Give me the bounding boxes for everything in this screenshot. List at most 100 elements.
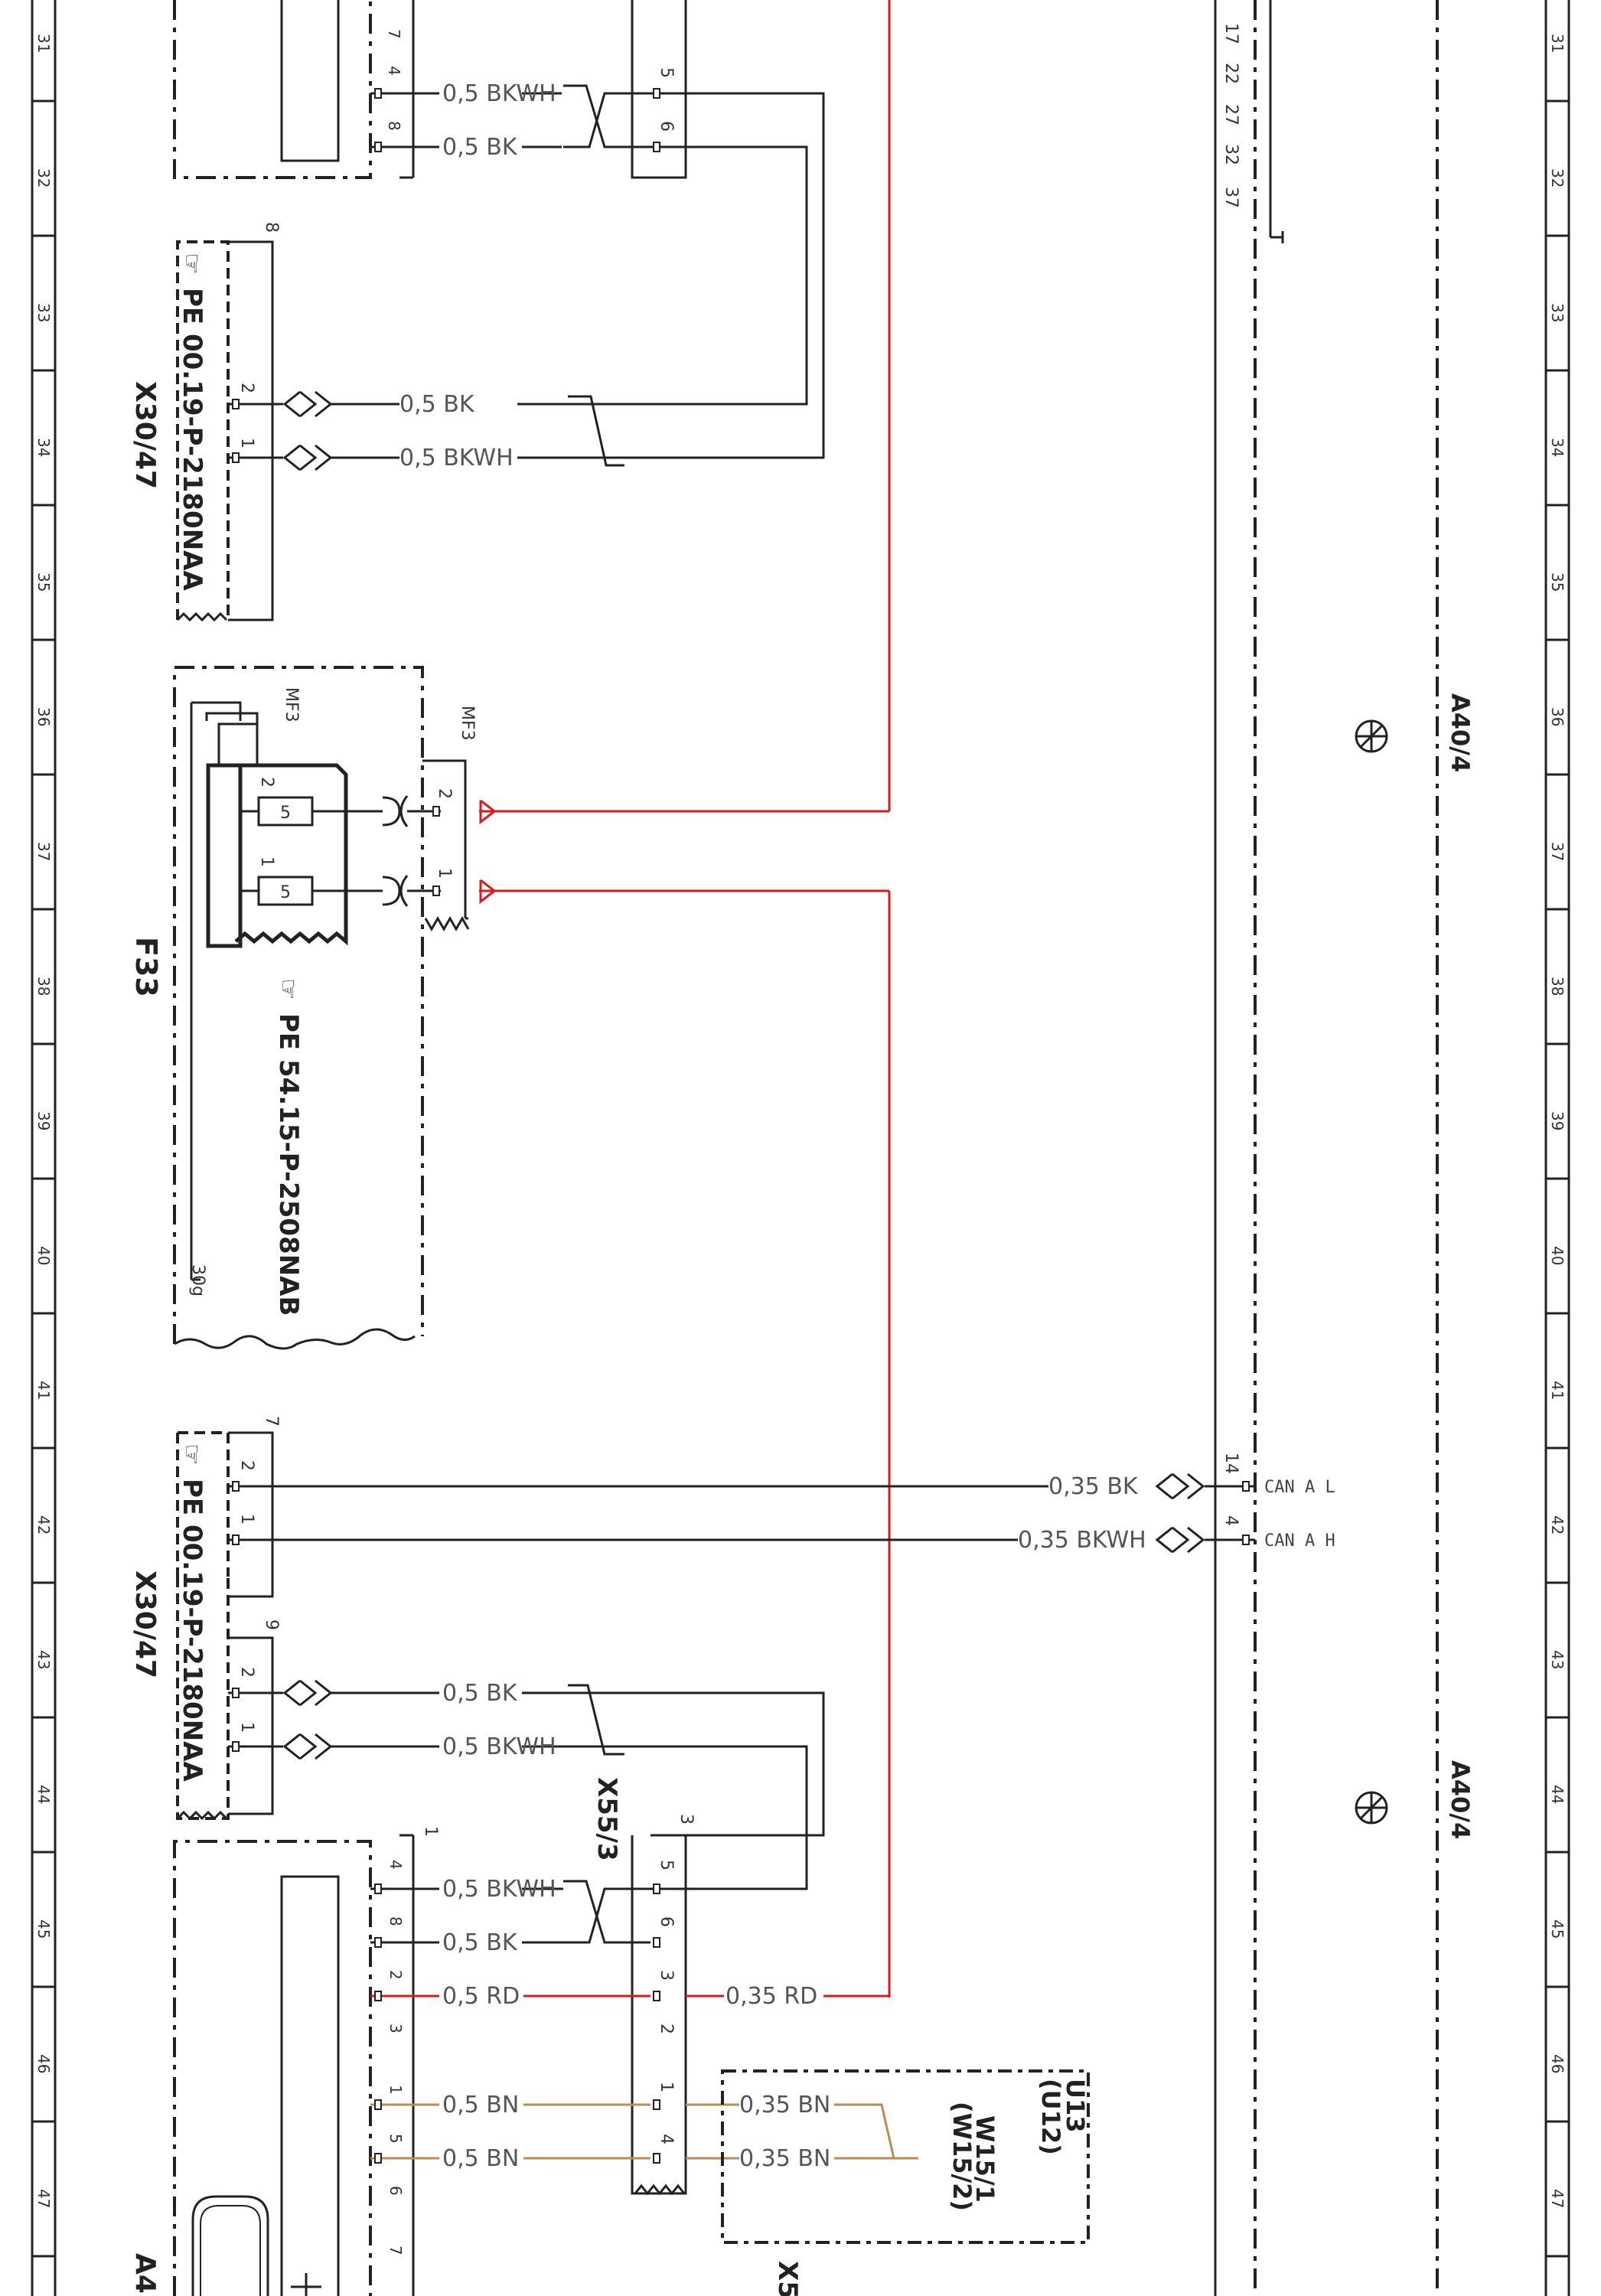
pin-number: 1 (657, 2082, 676, 2092)
wire-label: 0,5 BK (442, 1680, 518, 1707)
grid-number-right: 32 (1548, 168, 1567, 188)
grid-number-left: 42 (34, 1515, 53, 1534)
grid-number-left: 46 (34, 2054, 53, 2073)
wire-label: 0,5 BKWH (442, 80, 556, 107)
grid-number-left: 45 (34, 1919, 53, 1939)
grid-number-left: 37 (34, 842, 53, 861)
wire-label: 0,5 BN (442, 2092, 519, 2118)
grid-number-right: 31 (1548, 34, 1567, 53)
grid-number-right: 38 (1548, 977, 1567, 996)
pin-number: 2 (237, 1667, 256, 1678)
pin-number: 1 (237, 438, 256, 448)
component-label-w15-2: (W15/2) (947, 2102, 977, 2211)
pin-number: 7 (385, 29, 403, 39)
pin-number: 4 (386, 1860, 405, 1870)
component-label-x55-3: X55/3 (592, 1777, 622, 1861)
grid-number-right: 47 (1548, 2189, 1567, 2208)
wire-label: 0,5 BK (399, 391, 475, 418)
component-label-x5: X5 (772, 2261, 803, 2296)
left-grid-ruler (31, 0, 57, 2296)
x30-47-low-frame (176, 1577, 274, 1821)
wire-label: 0,35 RD (726, 1983, 817, 2010)
pin-number: 2 (657, 2024, 676, 2034)
grid-number-left: 31 (34, 34, 53, 53)
wire-label: 0,35 BN (739, 2092, 830, 2118)
grid-number-left: 33 (34, 303, 53, 322)
fuse-pin: 1 (257, 856, 276, 867)
component-label-x30-47: X30/47 (129, 1570, 161, 1678)
fuse-pin: 2 (257, 777, 276, 788)
pin-number: 14 (1221, 1453, 1241, 1474)
grid-number-left: 35 (34, 572, 53, 592)
hand-pointer-icon: ☞ (178, 253, 207, 275)
terminal-30g: 30g (188, 1264, 207, 1296)
wire-label: 0,35 BKWH (1018, 1527, 1146, 1554)
component-label-a40-4: A40/4 (1446, 693, 1475, 772)
grid-number-right: 35 (1548, 572, 1567, 592)
reference-label: PE 00.19-P-2180NAA (177, 1479, 207, 1782)
component-label-f33: F33 (129, 937, 163, 997)
pin-number: 2 (237, 383, 256, 393)
x30-47-mid-frame (176, 1431, 274, 1598)
pin-number: 4 (657, 2134, 676, 2144)
module-index: 1 (421, 1826, 440, 1837)
right-connector-pin: 22 (1221, 63, 1241, 84)
grid-number-right: 39 (1548, 1111, 1567, 1130)
wire-label: 0,35 BK (1048, 1473, 1139, 1500)
grid-number-right: 34 (1548, 438, 1567, 457)
right-connector-pin: 32 (1221, 144, 1241, 165)
right-connector-pin: 27 (1221, 104, 1241, 126)
wire-label: 0,5 BN (442, 2145, 519, 2172)
right-connector-pin: 17 (1221, 23, 1241, 44)
pin-tabs (232, 88, 1250, 2164)
component-label-x30-47: X30/47 (129, 381, 161, 489)
component-label-u13: U13 (1061, 2079, 1090, 2133)
plug-connector-icon (282, 1679, 333, 1760)
component-label-a4: A4 (129, 2253, 161, 2294)
connector-index: 8 (262, 222, 281, 233)
signal-label-can-a-l: CAN A L (1264, 1478, 1335, 1497)
grid-number-left: 40 (34, 1246, 53, 1265)
pin-number: 7 (386, 2245, 405, 2255)
mf3-inner-label: MF3 (282, 687, 301, 722)
connector-index: 9 (262, 1619, 281, 1630)
wire-label: 0,5 BKWH (442, 1876, 556, 1903)
pin-number: 6 (386, 2186, 405, 2196)
hand-pointer-icon: ☞ (178, 1443, 207, 1466)
pin-number: 5 (386, 2134, 405, 2144)
grid-number-right: 40 (1548, 1246, 1567, 1265)
pin-number: 1 (237, 1722, 256, 1733)
pin-number: 2 (237, 1460, 256, 1471)
pin-number: 5 (657, 67, 676, 78)
plug-connector-icon (1155, 1473, 1205, 1554)
ground-symbol-icon (1355, 1791, 1388, 1825)
x55-upper-frame (631, 0, 687, 179)
f33-fuse-box-frame (173, 666, 470, 1350)
fuse-rating: 5 (280, 804, 291, 823)
grid-number-left: 39 (34, 1111, 53, 1130)
reference-label: PE 54.15-P-2508NAB (273, 1013, 304, 1316)
grid-number-right: 37 (1548, 842, 1567, 861)
pin-number: 1 (237, 1514, 256, 1525)
connector-index: 7 (262, 1416, 281, 1427)
grid-number-left: 47 (34, 2189, 53, 2208)
pin-number: 8 (385, 121, 403, 131)
right-connector-pin: 37 (1221, 187, 1241, 208)
x30-47-top-frame (176, 240, 274, 622)
ground-symbol-icon (1355, 719, 1388, 753)
grid-number-left: 43 (34, 1650, 53, 1669)
bottom-module-frame (173, 1834, 415, 2296)
grid-number-right: 46 (1548, 2054, 1567, 2073)
pin-number: 3 (386, 2024, 405, 2033)
grid-number-left: 41 (34, 1381, 53, 1400)
wire-label: 0,5 RD (442, 1983, 520, 2010)
grid-number-right: 44 (1548, 1785, 1567, 1804)
mf3-outer-label: MF3 (458, 706, 477, 741)
component-label-u12: (U12) (1036, 2079, 1065, 2155)
grid-number-right: 45 (1548, 1919, 1567, 1939)
hand-pointer-icon: ☞ (274, 978, 303, 1000)
pin-number: 8 (386, 1916, 405, 1926)
pin-number: 4 (1221, 1515, 1241, 1526)
a40-4-module (1214, 0, 1439, 2296)
